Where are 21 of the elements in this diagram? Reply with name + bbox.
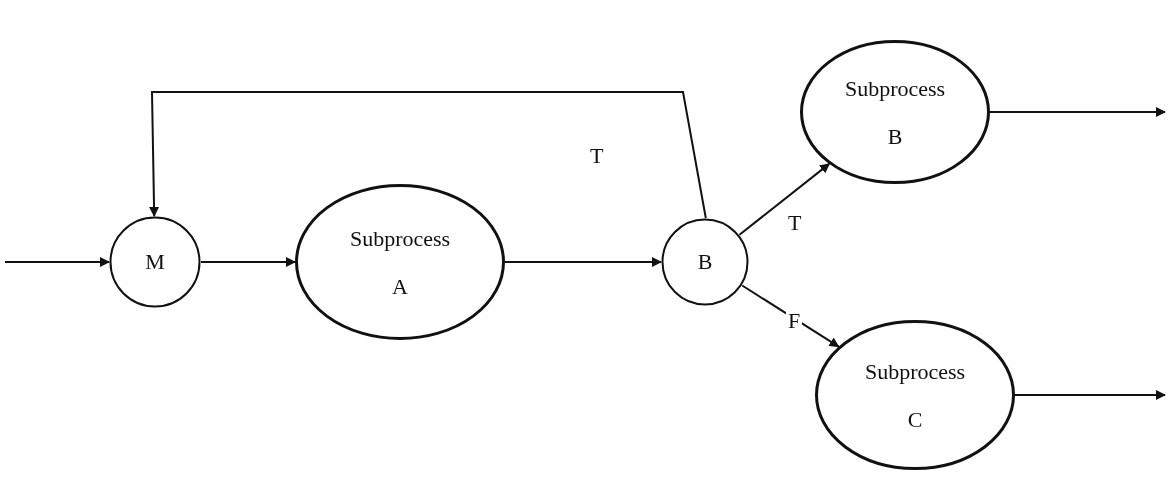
process-name: Subprocess — [863, 359, 967, 385]
connector-circle — [109, 216, 201, 308]
process-ellipse — [800, 40, 990, 184]
process-ellipse — [815, 320, 1015, 470]
process-name: Subprocess — [348, 226, 452, 252]
arrow — [200, 257, 296, 267]
node-label: A — [391, 274, 409, 300]
process-ellipse — [295, 184, 505, 340]
arrow — [4, 257, 110, 267]
node-label: C — [906, 407, 924, 433]
arrow — [1014, 390, 1166, 400]
arrow — [149, 91, 707, 219]
arrow — [738, 162, 831, 236]
node-label: M — [144, 249, 166, 275]
arrow — [504, 257, 662, 267]
arrow — [741, 284, 840, 348]
node-label: B — [886, 124, 904, 150]
arrow — [989, 107, 1166, 117]
process-name: Subprocess — [843, 76, 947, 102]
node-label: B — [696, 249, 714, 275]
connector-circle — [661, 218, 749, 306]
